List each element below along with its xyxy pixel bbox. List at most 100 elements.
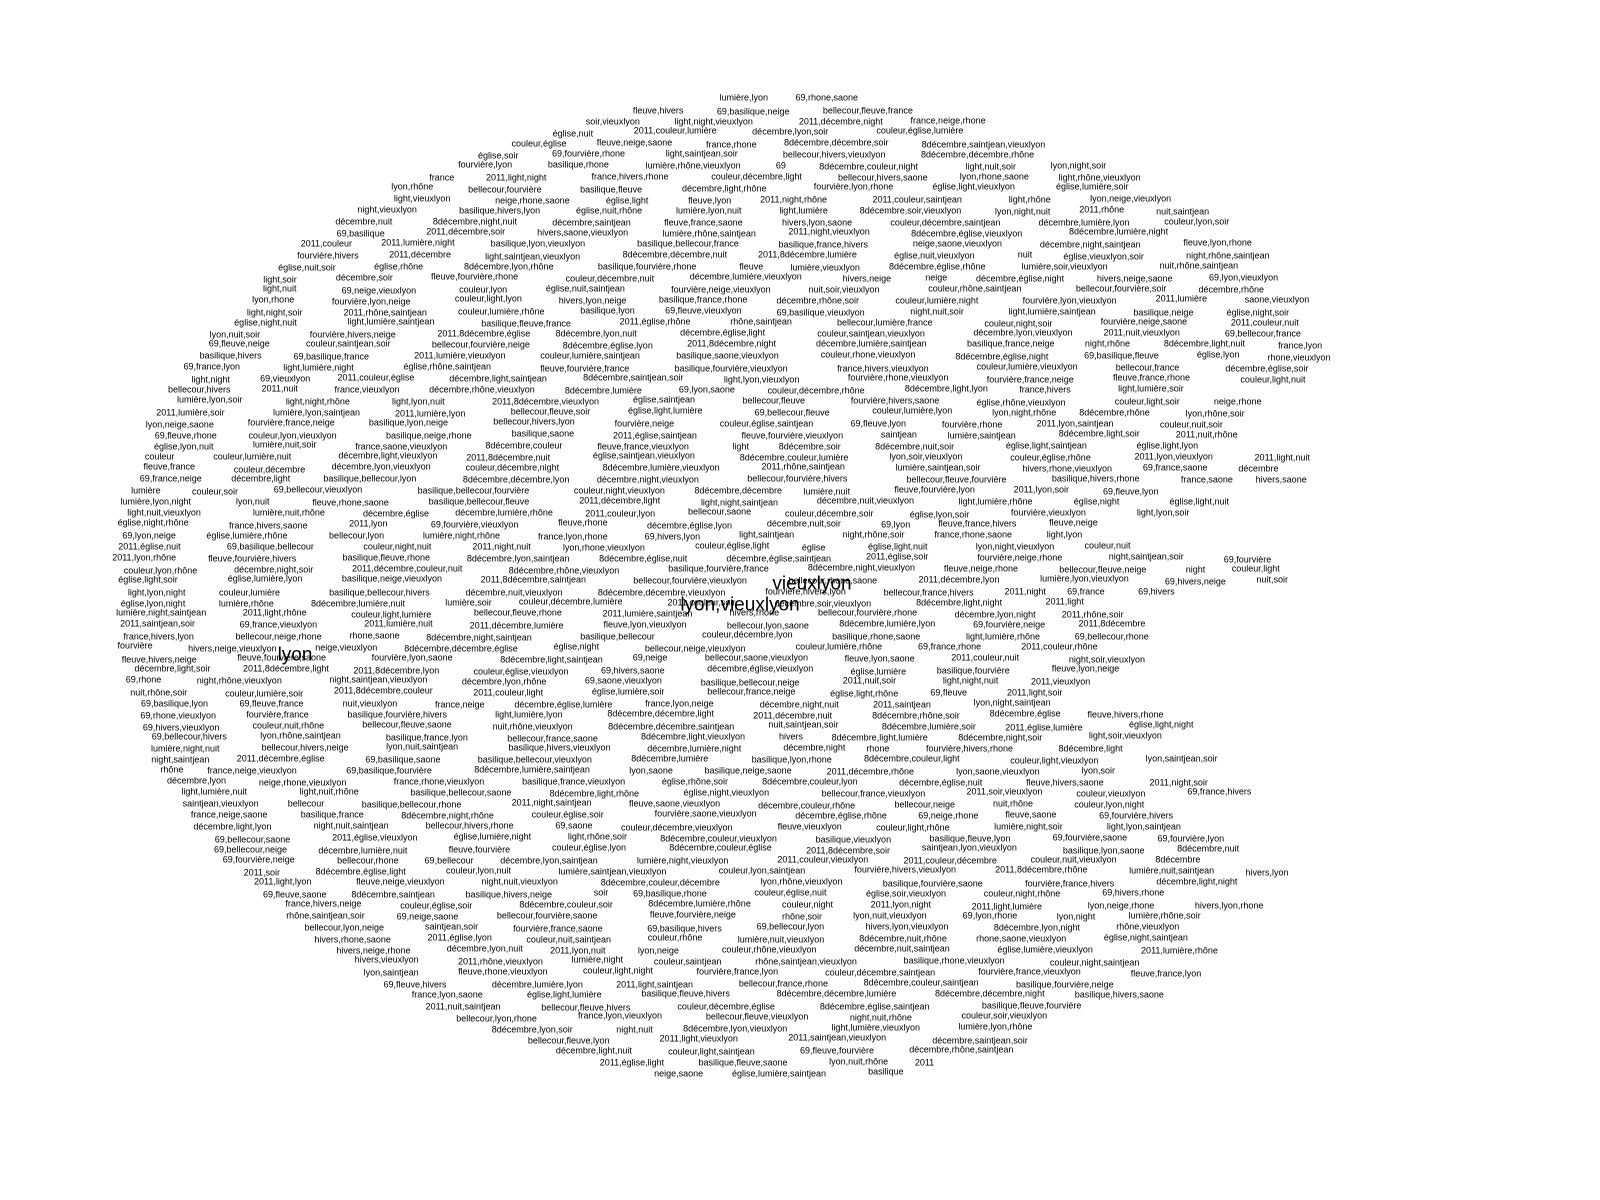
- tag-label: 69,neige,saone: [396, 911, 459, 922]
- tag-label: france,rhone,saone: [934, 529, 1012, 540]
- tag-label: nuit,rhône,vieuxlyon: [492, 721, 573, 732]
- tag-label: lyon,night,saintjean: [973, 697, 1051, 708]
- tag-label: basilique,fourvière,hivers: [347, 709, 447, 719]
- tag-label: 2011,light,saintjean: [616, 979, 694, 989]
- tag-label: décembre,lumière,night: [647, 743, 742, 754]
- tag-label: église,lyon,soir: [909, 509, 970, 520]
- tag-label: neige,rhone: [1213, 396, 1262, 407]
- tag-label: église,nuit,vieuxlyon: [894, 250, 975, 261]
- tag-label: 2011,décembre,église: [236, 753, 325, 764]
- tag-label: fleuve,vieuxlyon: [777, 821, 842, 832]
- tag-label: couleur,light,saintjean: [668, 1046, 755, 1057]
- tag-label: couleur,décembre: [233, 464, 306, 475]
- tag-label: 2011,light: [1045, 596, 1084, 607]
- tag-label: basilique,france,hivers: [778, 239, 868, 250]
- tag-label: light,nuit,soir: [965, 161, 1016, 172]
- tag-label: hivers,rhone,vieuxlyon: [1022, 463, 1113, 474]
- tag-label: 2011,décembre,night: [798, 116, 883, 127]
- tag-label: hivers,vieuxlyon: [354, 954, 419, 965]
- tag-label: light,night,vieuxlyon: [674, 116, 753, 127]
- tag-label: 69,basilique: [336, 228, 385, 239]
- tag-label: 69,bellecour,rhone: [1074, 631, 1149, 642]
- tag-label: lumière,saintjean: [947, 430, 1016, 441]
- tag-label: décembre,light,saintjean: [449, 373, 547, 384]
- tag-label: lyon,nuit: [235, 496, 270, 507]
- tag-label: décembre,nuit,soir: [766, 518, 841, 529]
- tag-label: décembre,nuit,saintjean: [854, 943, 950, 954]
- tag-label: basilique,fourvière,vieuxlyon: [674, 363, 788, 374]
- tag-label: basilique,bellecour,saone: [410, 787, 512, 798]
- tag-label: couleur,nuit,saintjean: [526, 934, 611, 945]
- tag-label: bellecour,hivers,rhone: [425, 820, 514, 831]
- tag-label: église,light,nuit: [868, 541, 928, 552]
- tag-label: fleuve,neige,rhone: [943, 563, 1018, 574]
- tag-label: fourvière,france,neige: [986, 374, 1074, 385]
- tag-label: 8décembre,église,night: [955, 351, 1049, 362]
- tag-label: bellecour,neige,vieuxlyon: [644, 643, 746, 654]
- tag-label: basilique,fleuve,saone: [698, 1057, 788, 1068]
- tag-label: 2011,décembre,rhône: [826, 766, 915, 777]
- tag-label: basilique,hivers,vieuxlyon: [508, 742, 611, 753]
- tag-label: 69,basilique,hivers: [647, 923, 722, 934]
- tag-label: 2011,nuit,vieuxlyon: [1103, 327, 1180, 338]
- tag-label: basilique,france,vieuxlyon: [522, 776, 626, 787]
- tag-label: france,neige,vieuxlyon: [207, 765, 297, 776]
- tag-label: couleur,soir,vieuxlyon: [961, 1010, 1048, 1021]
- tag-label: 69,neige: [632, 652, 668, 663]
- tag-label: décembre,lumière,lyon: [491, 979, 583, 990]
- tag-label: 8décembre,saintjean,soir: [583, 372, 684, 383]
- tag-label: 2011,décembre,couleur,nuit: [351, 563, 463, 574]
- tag-label: fleuve,france: [143, 461, 196, 472]
- tag-label: basilique,hivers,rhone: [1051, 473, 1140, 484]
- tag-label: light,lumière,soir: [1118, 383, 1184, 394]
- tag-label: 69,fleuve,lyon: [850, 418, 907, 429]
- tag-label: 2011,couleur,lumière: [633, 125, 717, 136]
- tag-label: light,night: [191, 374, 230, 385]
- tag-label: light,rhône,vieuxlyon: [1058, 172, 1141, 183]
- tag-label: fourvière,lyon,rhone: [813, 181, 894, 192]
- tag-label: 2011,night: [1004, 586, 1046, 597]
- tag-label: saintjean,lyon,vieuxlyon: [921, 842, 1017, 853]
- tag-label: lumière,nuit,vieuxlyon: [737, 934, 825, 945]
- tag-label: neige,rhone,saone: [495, 195, 570, 206]
- tag-label: lyon,night,nuit: [994, 206, 1051, 217]
- tag-label: saintjean,vieuxlyon: [182, 798, 259, 809]
- tag-label: église,night: [1073, 496, 1120, 507]
- tag-label: light,lumière,saintjean: [1008, 306, 1096, 317]
- tag-label: 8décembre,light,nuit: [1163, 338, 1245, 349]
- tag-label: 2011,couleur,nuit: [1230, 317, 1299, 328]
- tag-label: décembre: [1238, 463, 1279, 474]
- tag-label: 69,vieuxlyon: [260, 373, 311, 384]
- tag-label: lumière,lyon,rhône: [958, 1021, 1033, 1032]
- tag-label: 8décembre,light,lyon: [904, 383, 988, 394]
- tag-label: night,rhône,saintjean: [1186, 250, 1270, 261]
- tag-label: 8décembre,lyon,night: [993, 922, 1080, 933]
- tag-label: 8décembre,décembre,lyon: [462, 474, 570, 485]
- tag-label: couleur,light,soir: [1114, 396, 1180, 407]
- tag-label: 8décembre,couleur,soir: [519, 899, 613, 910]
- tag-label: 2011,8décembre,nuit: [466, 452, 551, 463]
- tag-label: couleur,église,vieuxlyon: [473, 666, 569, 677]
- tag-label: light,rhône: [1008, 194, 1051, 205]
- tag-label: lyon,saone: [629, 765, 673, 776]
- tag-label: décembre,light: [231, 473, 291, 484]
- tag-label: 2011,rhône,soir: [1061, 609, 1124, 620]
- tag-label: 8décembre,église,lyon: [562, 340, 653, 351]
- tag-label: 2011,lumière,vieuxlyon: [414, 350, 506, 361]
- tag-label: fleuve,lyon,rhone: [1183, 237, 1252, 248]
- tag-label: église,lumière,soir: [1055, 181, 1129, 192]
- tag-label: fourvière,france,saone: [513, 923, 603, 934]
- tag-label: 8décembre: [1155, 854, 1201, 865]
- tag-label: lyon,night,soir: [1050, 160, 1107, 170]
- tag-label: 2011,église,soir: [865, 551, 929, 562]
- tag-label: 69,bellecour,lyon: [756, 921, 825, 932]
- tag-label: 8décembre,night,saintjean: [426, 632, 532, 643]
- tag-label: 69,hivers,vieuxlyon: [142, 722, 220, 733]
- tag-label: décembre,lyon,soir: [752, 126, 829, 137]
- tag-label: 8décembre,lyon,soir: [491, 1024, 573, 1035]
- tag-label: 8décembre,night,rhône: [401, 810, 494, 821]
- tag-label: lumière,night,saintjean: [116, 607, 207, 618]
- tag-label: basilique,hivers,lyon: [459, 205, 541, 216]
- tag-label: 2011,couleur,lyon: [585, 508, 656, 519]
- tag-label: basilique,saone: [511, 428, 575, 439]
